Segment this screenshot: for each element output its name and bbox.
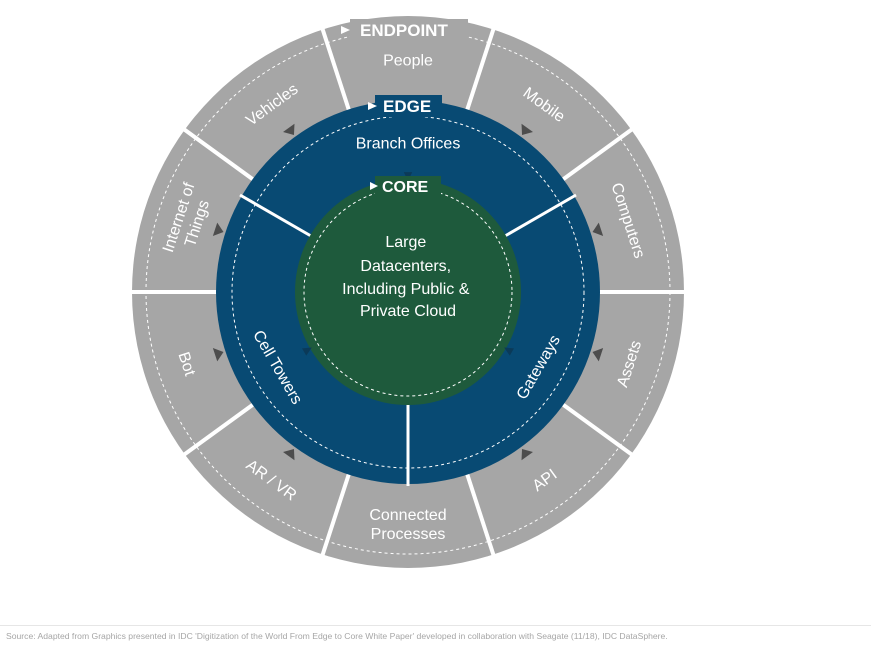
endpoint-divider: [464, 26, 496, 112]
endpoint-title-text: ENDPOINT: [360, 21, 448, 40]
edge-divider: [239, 193, 313, 238]
edge-dividers: [239, 193, 577, 486]
flow-arrow-icon: [283, 123, 295, 136]
edge-divider: [503, 193, 577, 238]
endpoint-divider: [464, 472, 496, 558]
endpoint-segment-label: People: [383, 53, 433, 70]
endpoint-divider: [181, 126, 256, 182]
endpoint-divider: [560, 402, 635, 458]
edge-title: EDGE: [368, 95, 442, 117]
flow-arrow-icon: [592, 222, 604, 237]
core-label-line: Large: [385, 234, 426, 251]
footer-divider: [0, 625, 871, 626]
edge-title-text: EDGE: [383, 97, 431, 116]
core-label-line: Private Cloud: [360, 303, 456, 320]
core-title: CORE: [370, 176, 441, 196]
arrow-right-icon: [370, 182, 378, 190]
core-circle: [295, 179, 521, 405]
core-title-text: CORE: [382, 179, 429, 196]
endpoint-segment-label-line: Processes: [371, 526, 446, 543]
core-label-line: Datacenters,: [360, 258, 451, 275]
edge-segment-label: Branch Offices: [356, 136, 461, 153]
endpoint-title: ENDPOINT: [341, 19, 468, 41]
endpoint-divider: [560, 126, 635, 182]
endpoint-segment-label-line: Connected: [369, 507, 446, 524]
source-note: Source: Adapted from Graphics presented …: [6, 631, 668, 641]
flow-arrow-icon: [212, 347, 224, 362]
endpoint-divider: [320, 472, 352, 558]
flow-arrow-icon: [302, 347, 312, 356]
endpoint-divider: [181, 402, 256, 458]
arrow-right-icon: [341, 26, 350, 34]
core-label: Large Datacenters, Including Public & Pr…: [342, 234, 474, 320]
flow-arrow-icon: [283, 448, 295, 461]
endpoint-dividers: [130, 26, 686, 558]
flow-arrow-icon: [592, 347, 604, 362]
flow-arrow-icon: [521, 448, 533, 461]
endpoint-segment-label: Bot: [175, 350, 199, 379]
endpoint-divider: [320, 26, 352, 112]
flow-arrow-icon: [521, 123, 533, 136]
edge-segment-label-line: Branch Offices: [356, 136, 461, 153]
arrow-right-icon: [368, 102, 377, 110]
endpoint-segment-label-line: People: [383, 53, 433, 70]
core-label-line: Including Public &: [342, 281, 470, 298]
flow-arrow-icon: [504, 347, 514, 356]
core-dashed-orbit: [303, 187, 513, 397]
endpoint-segment-label-line: Bot: [175, 350, 199, 379]
flow-arrow-icon: [212, 222, 224, 237]
